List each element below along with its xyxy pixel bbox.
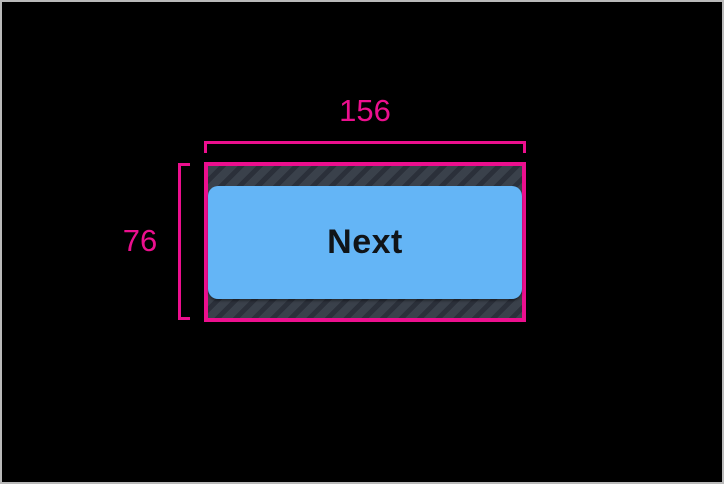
measured-widget-outline: Next [204,162,526,322]
width-dimension-label: 156 [339,93,391,128]
next-button[interactable]: Next [208,186,522,299]
height-ruler-line [178,163,190,320]
height-dimension-label: 76 [122,223,158,258]
width-ruler-line [204,141,526,153]
